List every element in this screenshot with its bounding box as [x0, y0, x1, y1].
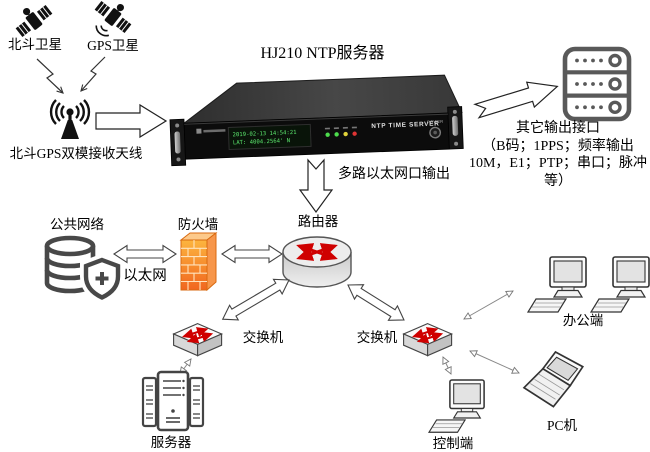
- lcd-line2: LAT: 4004.2564' N: [233, 138, 290, 146]
- lcd-display: 2019-02-13 14:54:21 LAT: 4004.2564' N: [227, 123, 312, 151]
- led-alm: [352, 131, 357, 136]
- gps-satellite-icon: [92, 0, 139, 37]
- beidou-satellite-label: 北斗卫星: [8, 37, 62, 52]
- switch-right-icon: [404, 324, 452, 356]
- thin-arrow-switch2-laptop: [469, 350, 520, 374]
- block-arrow-down: [298, 158, 334, 214]
- other-outputs-label: 其它输出接口 （B码；1PPS；频率输出 10M，E1；PTP；串口；脉冲 等）: [466, 120, 650, 190]
- control-label: 控制端: [432, 436, 474, 451]
- thin-arrow-switch2-control: [442, 356, 452, 375]
- right-handle: [452, 115, 459, 136]
- block-arrow-antenna-to-server: [95, 103, 168, 139]
- power-label: POWER: [427, 119, 443, 125]
- double-arrow-router-switch2: [347, 284, 405, 321]
- left-handle: [174, 131, 181, 154]
- office-pc2-icon: [590, 256, 650, 313]
- other-outputs-line4: 等）: [544, 173, 572, 189]
- antenna-icon: [49, 99, 91, 139]
- antenna-label: 北斗GPS双模接收天线: [9, 146, 143, 161]
- other-outputs-line1: 其它输出接口: [516, 121, 600, 136]
- ethernet-label: 以太网: [123, 268, 167, 284]
- firewall-label: 防火墙: [177, 217, 219, 232]
- router-icon: [282, 236, 352, 288]
- led-indicators: [324, 126, 357, 137]
- output-interface-icon: [562, 46, 632, 122]
- double-arrow-router-switch1: [221, 278, 290, 321]
- router-label: 路由器: [297, 214, 339, 229]
- beidou-satellite-icon: [8, 0, 55, 40]
- ntp-server-device: 2019-02-13 14:54:21 LAT: 4004.2564' N NT…: [169, 74, 464, 167]
- brand-logo: [196, 128, 202, 134]
- database-shield-icon: [44, 235, 124, 305]
- diagram-title: HJ210 NTP服务器: [260, 45, 385, 62]
- pc-label: PC机: [546, 418, 577, 433]
- lcd-line1: 2019-02-13 14:54:21: [232, 130, 296, 138]
- thin-arrow-switch2-office: [463, 290, 514, 320]
- block-arrow-to-other-outputs: [473, 81, 559, 119]
- double-arrow-firewall-router: [220, 244, 284, 264]
- other-outputs-line2: （B码；1PPS；频率输出: [482, 138, 634, 154]
- double-arrow-db-firewall: [112, 244, 178, 264]
- other-outputs-line3: 10M，E1；PTP；串口；脉冲: [468, 156, 648, 171]
- firewall-icon: [179, 231, 218, 292]
- led-ntp: [343, 131, 348, 137]
- lightning-arrow-beidou: [36, 58, 64, 94]
- led-los: [334, 132, 339, 137]
- office-label: 办公端: [562, 313, 604, 328]
- ethernet-output-label: 多路以太网口输出: [338, 167, 450, 182]
- switch-left-icon: [174, 324, 222, 356]
- switch-right-label: 交换机: [356, 330, 398, 345]
- server-rack-label: 服务器: [150, 435, 192, 450]
- public-network-label: 公共网络: [50, 217, 104, 232]
- led-ref: [325, 132, 330, 137]
- gps-satellite-label: GPS卫星: [87, 38, 139, 53]
- lightning-arrow-gps: [80, 56, 106, 92]
- panel-name-text: NTP TIME SERVER: [371, 120, 439, 130]
- switch-left-label: 交换机: [242, 330, 284, 345]
- control-pc-icon: [428, 379, 485, 434]
- laptop-icon: [523, 351, 584, 408]
- server-rack-icon: [141, 370, 205, 432]
- office-pc1-icon: [527, 256, 587, 313]
